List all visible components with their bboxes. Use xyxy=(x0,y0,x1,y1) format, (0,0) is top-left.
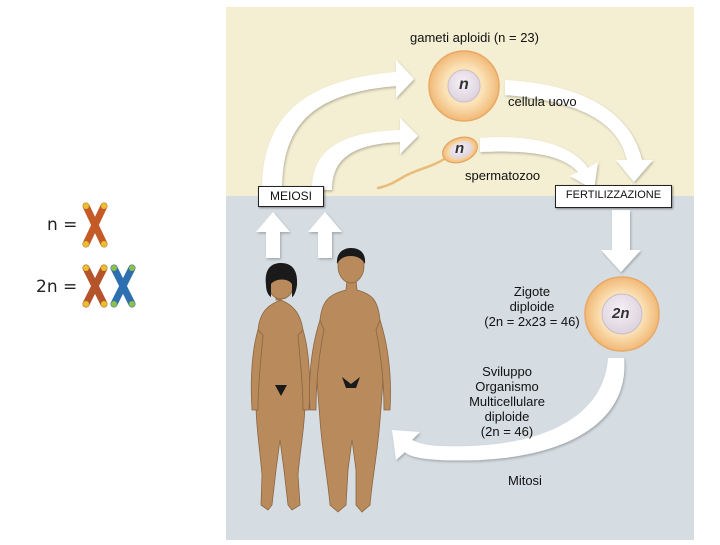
egg-nucleus-symbol: n xyxy=(459,76,469,93)
arrow-adult-to-meiosis-right xyxy=(308,212,342,258)
fertilization-box: FERTILIZZAZIONE xyxy=(555,185,672,208)
mitosis-label: Mitosi xyxy=(508,473,542,488)
diploid-chromosome-paternal xyxy=(110,264,136,308)
arrow-egg-to-fertilization xyxy=(505,80,653,182)
diploid-legend-label: 2n = xyxy=(36,277,78,297)
development-line-2: Organismo xyxy=(475,379,539,394)
sperm-cell xyxy=(376,136,479,190)
egg-cell xyxy=(428,50,500,122)
arrow-meiosis-to-sperm xyxy=(312,118,418,190)
zygote-nucleus-symbol: 2n xyxy=(612,305,630,322)
haploid-chromosome xyxy=(82,202,108,248)
cycle-arrows xyxy=(256,60,653,461)
arrow-adult-to-meiosis-left xyxy=(256,212,290,258)
zygote-text: Zigote diploide (2n = 2x23 = 46) xyxy=(470,284,594,329)
zygote-line-2: diploide xyxy=(509,299,555,314)
male-figure xyxy=(309,248,391,513)
diploid-chromosome-maternal xyxy=(82,264,108,308)
meiosis-label: MEIOSI xyxy=(269,189,312,203)
development-line-5: (2n = 46) xyxy=(480,424,534,439)
arrow-development-cycle xyxy=(392,358,625,461)
development-line-4: diploide xyxy=(484,409,530,424)
zygote-cell xyxy=(584,276,660,352)
arrow-meiosis-to-egg xyxy=(262,60,414,190)
gametes-label: gameti aploidi (n = 23) xyxy=(410,30,539,45)
arrow-fertilization-to-zygote xyxy=(601,210,641,272)
egg-label: cellula uovo xyxy=(508,94,577,109)
female-figure xyxy=(250,263,311,511)
sperm-nucleus-symbol: n xyxy=(455,140,465,157)
arrow-sperm-to-fertilization xyxy=(480,137,598,190)
haploid-legend-label: n = xyxy=(47,215,78,235)
fertilization-label: FERTILIZZAZIONE xyxy=(565,189,662,201)
zygote-line-1: Zigote xyxy=(513,284,551,299)
development-line-3: Multicellulare xyxy=(469,394,545,409)
sperm-label: spermatozoo xyxy=(465,168,541,183)
development-text: Sviluppo Organismo Multicellulare diploi… xyxy=(452,364,562,439)
development-line-1: Sviluppo xyxy=(482,364,532,379)
meiosis-box: MEIOSI xyxy=(258,186,324,207)
zygote-line-3: (2n = 2x23 = 46) xyxy=(484,314,580,329)
